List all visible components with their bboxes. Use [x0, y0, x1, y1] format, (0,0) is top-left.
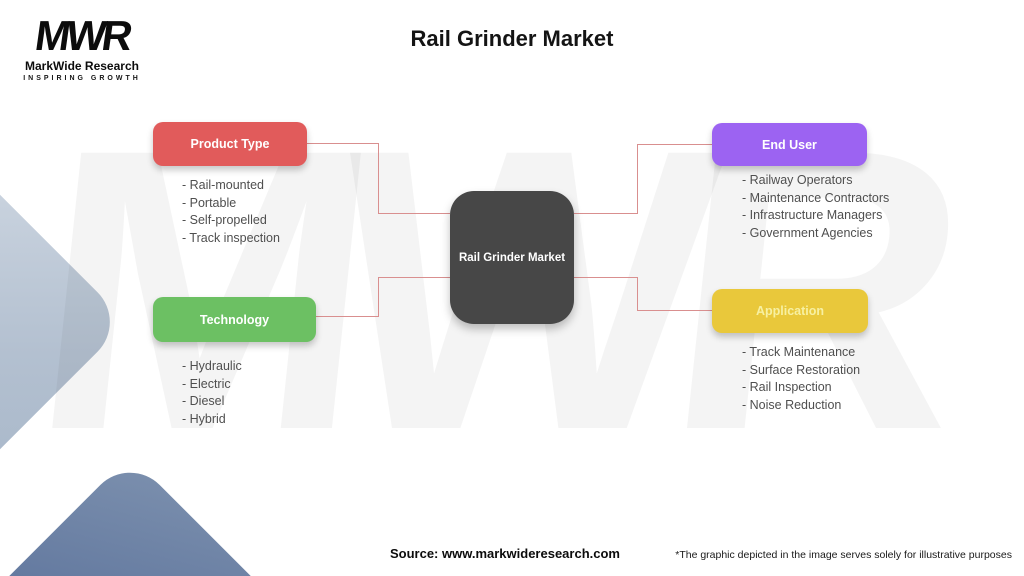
list-item: - Hybrid	[182, 411, 226, 426]
category-box-end-user: End User	[712, 123, 867, 166]
list-item: - Diesel	[182, 394, 225, 408]
category-label-product-type: Product Type	[190, 137, 270, 151]
list-item: - Maintenance Contractors	[742, 190, 890, 205]
category-label-application: Application	[755, 304, 825, 318]
center-node: Rail Grinder Market	[450, 191, 574, 324]
logo-tagline: INSPIRING GROWTH	[23, 75, 141, 82]
category-box-product-type: Product Type	[153, 122, 307, 166]
connector-end-user-h2	[637, 144, 712, 145]
source-attribution: Source: www.markwideresearch.com	[389, 546, 620, 561]
category-label-end-user: End User	[762, 137, 817, 152]
connector-product-type-v	[378, 143, 379, 213]
category-label-technology: Technology	[199, 312, 270, 327]
list-item: - Noise Reduction	[742, 397, 842, 412]
connector-product-type-h1	[307, 143, 378, 144]
category-box-technology: Technology	[153, 297, 316, 342]
item-list-product-type: - Rail-mounted - Portable - Self-propell…	[182, 177, 280, 247]
connector-application-h1	[574, 277, 637, 278]
list-item: - Portable	[182, 195, 237, 210]
center-node-label: Rail Grinder Market	[458, 251, 566, 264]
connector-product-type-h2	[378, 213, 450, 214]
connector-application-h2	[637, 310, 712, 311]
connector-technology-v	[378, 277, 379, 317]
list-item: - Infrastructure Managers	[742, 208, 883, 222]
list-item: - Rail-mounted	[182, 178, 264, 192]
logo-name: MarkWide Research	[25, 59, 139, 73]
connector-end-user-v	[637, 144, 638, 214]
list-item: - Surface Restoration	[742, 362, 861, 377]
list-item: - Electric	[182, 376, 231, 391]
connector-end-user-h1	[574, 213, 637, 214]
list-item: - Self-propelled	[182, 213, 267, 227]
list-item: - Government Agencies	[742, 225, 873, 240]
list-item: - Track inspection	[182, 230, 280, 245]
item-list-technology: - Hydraulic - Electric - Diesel - Hybrid	[182, 358, 242, 428]
disclaimer-note: *The graphic depicted in the image serve…	[675, 549, 1012, 561]
item-list-application: - Track Maintenance - Surface Restoratio…	[742, 344, 860, 414]
list-item: - Track Maintenance	[742, 345, 856, 359]
category-box-application: Application	[712, 289, 868, 333]
connector-technology-h2	[378, 277, 450, 278]
connector-application-v	[637, 277, 638, 310]
list-item: - Railway Operators	[742, 173, 853, 187]
markwide-research-logo: MWR MarkWide Research INSPIRING GROWTH	[22, 12, 142, 82]
connector-technology-h1	[316, 316, 378, 317]
list-item: - Rail Inspection	[742, 380, 832, 394]
page-title: Rail Grinder Market	[410, 26, 614, 51]
list-item: - Hydraulic	[182, 359, 242, 373]
item-list-end-user: - Railway Operators - Maintenance Contra…	[742, 172, 889, 242]
